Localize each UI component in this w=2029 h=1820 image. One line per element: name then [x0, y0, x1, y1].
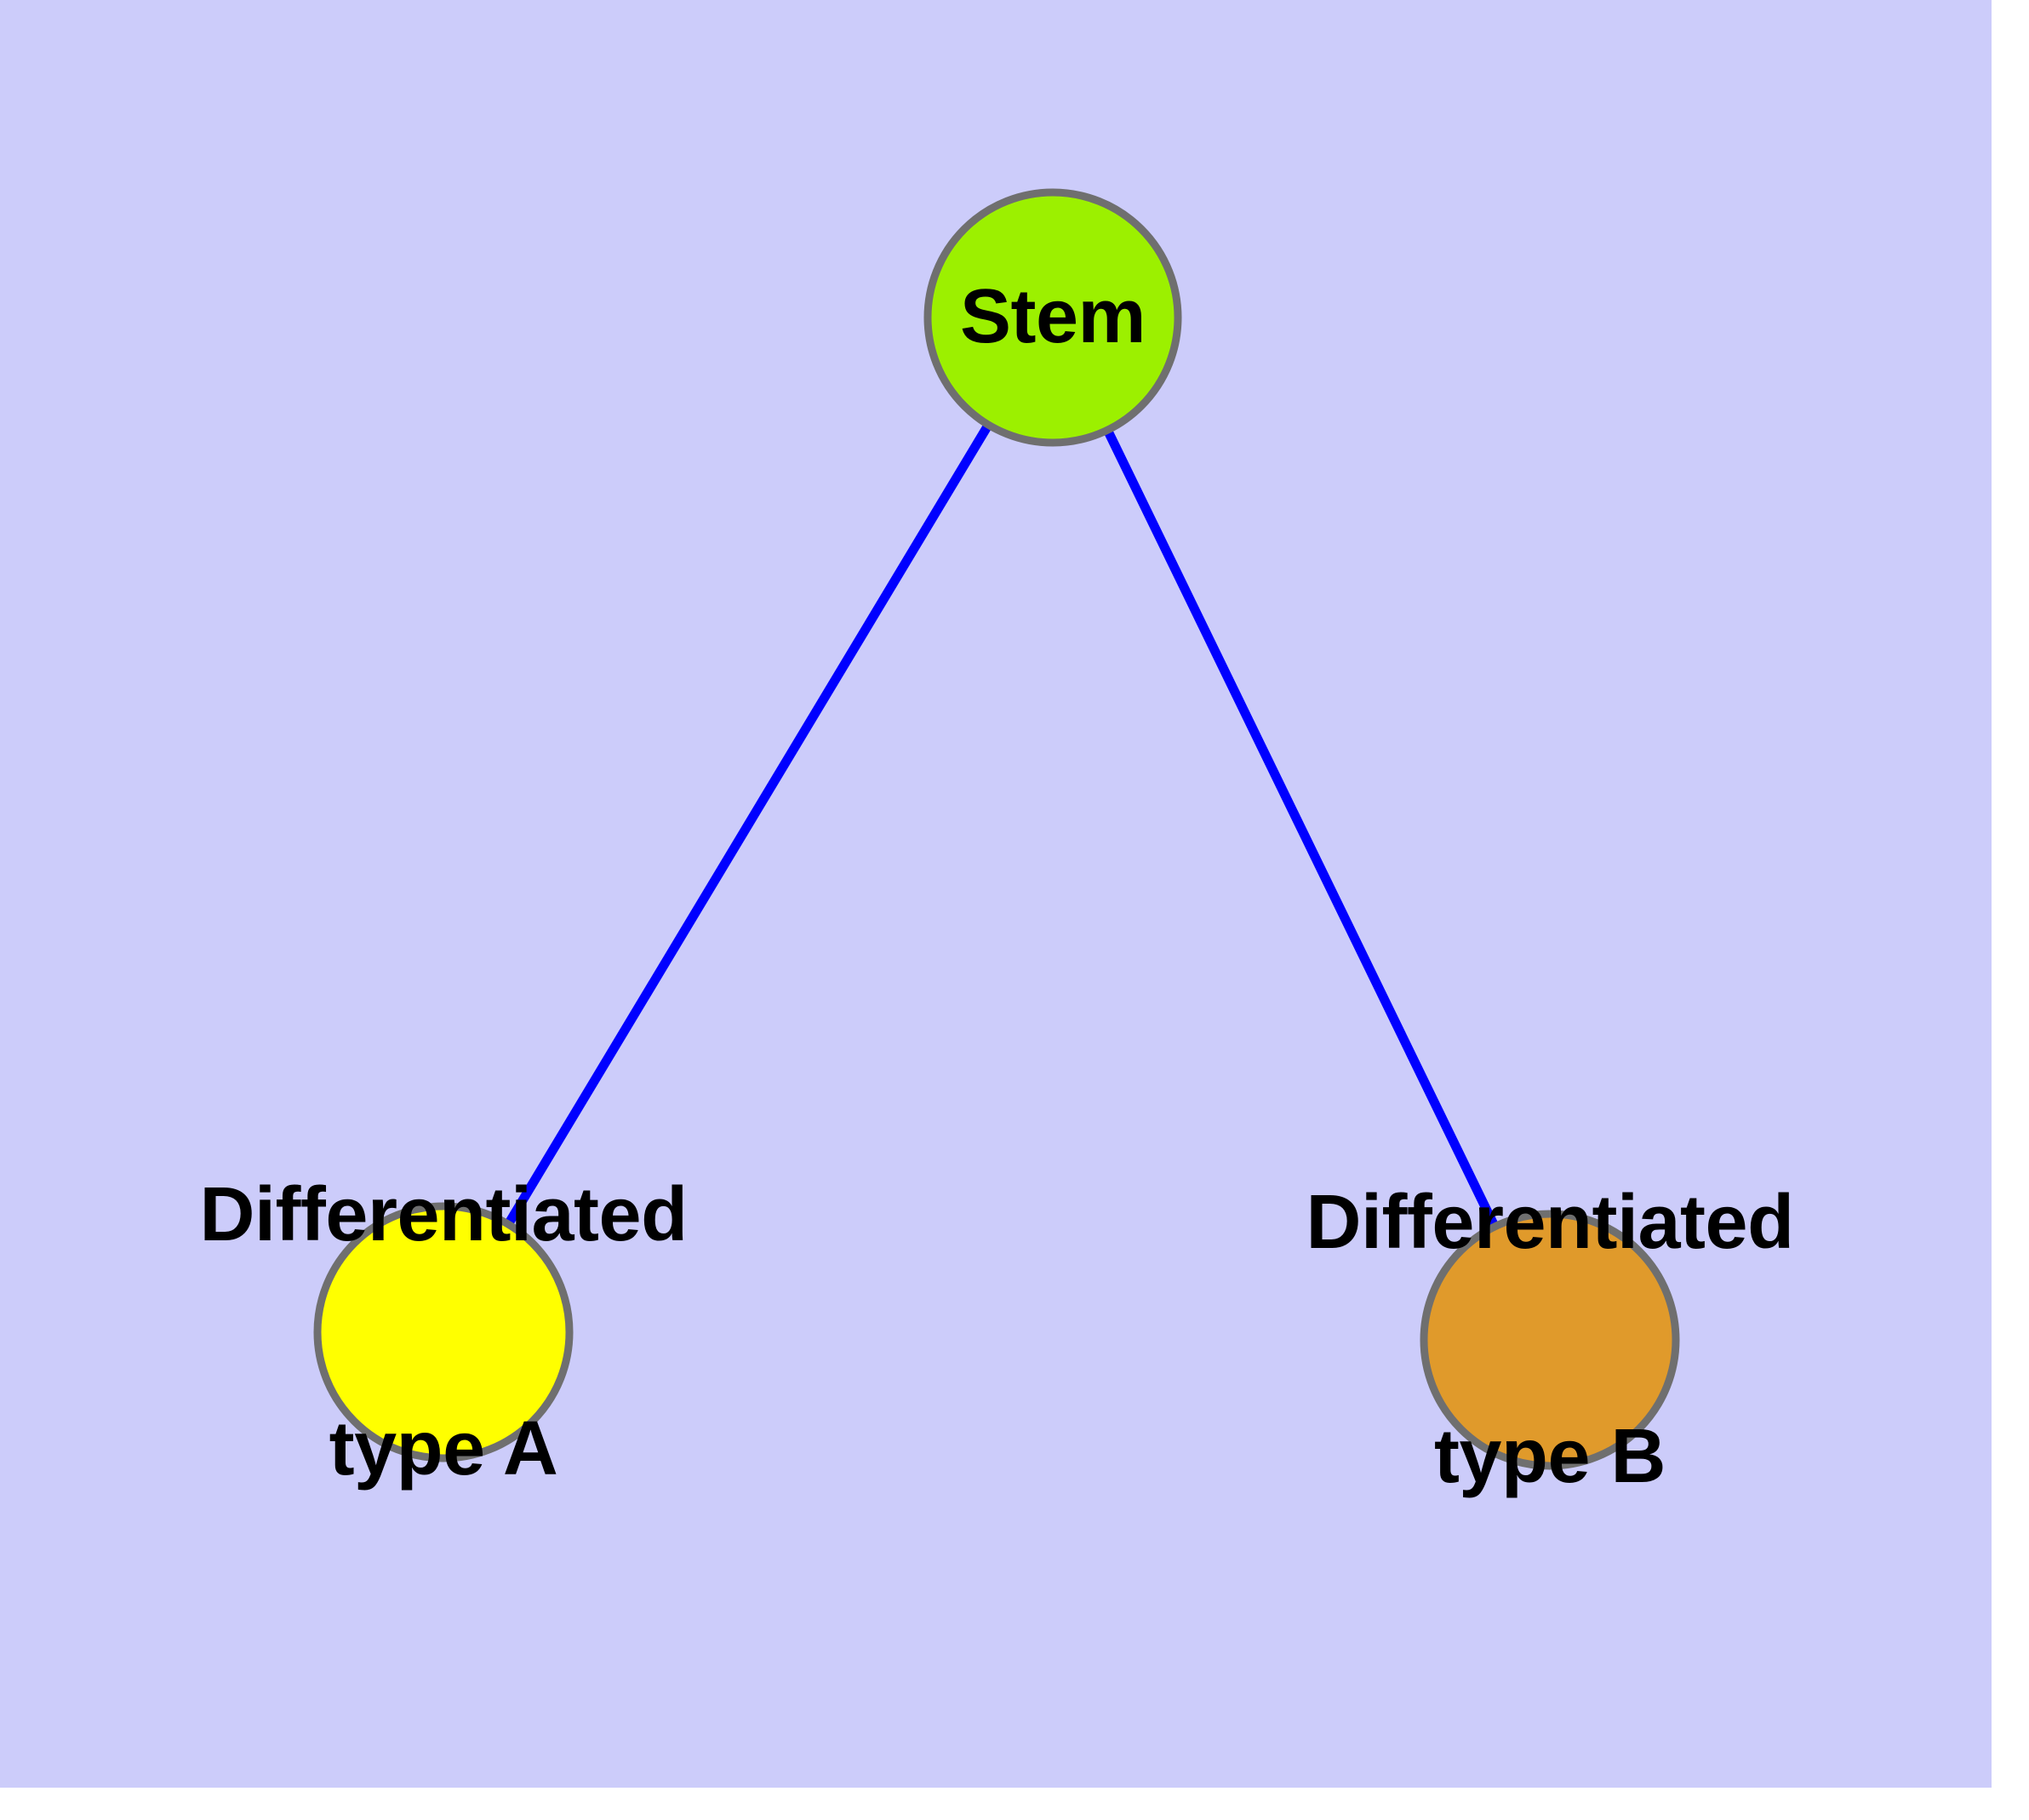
node-differentiated-type-a[interactable] — [313, 1202, 574, 1462]
edge-stem-to-differentiated-type-b — [1049, 315, 1554, 1342]
edge-layer — [439, 315, 1554, 1342]
node-stem[interactable] — [923, 188, 1182, 447]
node-differentiated-type-b[interactable] — [1420, 1210, 1680, 1470]
edge-stem-to-differentiated-type-a — [439, 315, 1057, 1335]
node-layer — [313, 188, 1680, 1470]
